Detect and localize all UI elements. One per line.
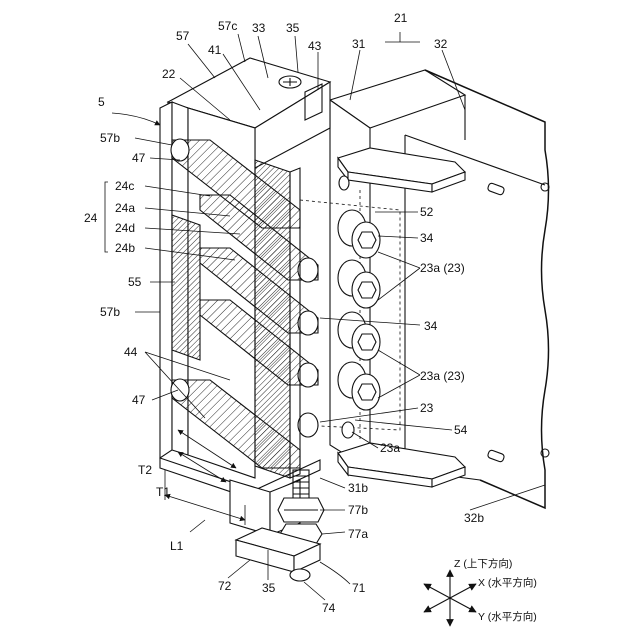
label-54: 54 bbox=[454, 423, 468, 437]
label-24c: 24c bbox=[115, 179, 134, 193]
label-57c: 57c bbox=[218, 19, 237, 33]
label-44: 44 bbox=[124, 345, 138, 359]
label-47-bot: 47 bbox=[132, 393, 146, 407]
label-32: 32 bbox=[434, 37, 448, 51]
axis-indicator: Z (上下方向) X (水平方向) Y (水平方向) bbox=[424, 557, 537, 626]
label-L1: L1 bbox=[170, 539, 184, 553]
label-21: 21 bbox=[394, 11, 408, 25]
label-24: 24 bbox=[84, 211, 98, 225]
label-24b: 24b bbox=[115, 241, 135, 255]
label-52: 52 bbox=[420, 205, 434, 219]
label-57b-top: 57b bbox=[100, 131, 120, 145]
label-57b-mid: 57b bbox=[100, 305, 120, 319]
label-34-mid: 34 bbox=[424, 319, 438, 333]
label-31b: 31b bbox=[348, 481, 368, 495]
label-72: 72 bbox=[218, 579, 232, 593]
label-T2: T2 bbox=[138, 463, 152, 477]
label-77b: 77b bbox=[348, 503, 368, 517]
label-34-top: 34 bbox=[420, 231, 434, 245]
panel-31-32 bbox=[300, 70, 549, 508]
label-35-top: 35 bbox=[286, 21, 300, 35]
label-47-top: 47 bbox=[132, 151, 146, 165]
label-71: 71 bbox=[352, 581, 366, 595]
label-55: 55 bbox=[128, 275, 142, 289]
label-77a: 77a bbox=[348, 527, 368, 541]
label-41: 41 bbox=[208, 43, 222, 57]
label-33: 33 bbox=[252, 21, 266, 35]
label-31: 31 bbox=[352, 37, 366, 51]
label-23a: 23a bbox=[380, 441, 400, 455]
label-T1: T1 bbox=[156, 485, 170, 499]
label-35-bot: 35 bbox=[262, 581, 276, 595]
label-57: 57 bbox=[176, 29, 190, 43]
label-23: 23 bbox=[420, 401, 434, 415]
axis-y-label: Y (水平方向) bbox=[478, 610, 537, 623]
axis-z-label: Z (上下方向) bbox=[454, 557, 512, 570]
label-43: 43 bbox=[308, 39, 322, 53]
label-23a23-mid: 23a (23) bbox=[420, 369, 465, 383]
label-23a23-top: 23a (23) bbox=[420, 261, 465, 275]
axis-x-label: X (水平方向) bbox=[478, 576, 537, 589]
label-5: 5 bbox=[98, 95, 105, 109]
label-22: 22 bbox=[162, 67, 176, 81]
label-24d: 24d bbox=[115, 221, 135, 235]
label-74: 74 bbox=[322, 601, 336, 615]
label-32b: 32b bbox=[464, 511, 484, 525]
label-24a: 24a bbox=[115, 201, 135, 215]
